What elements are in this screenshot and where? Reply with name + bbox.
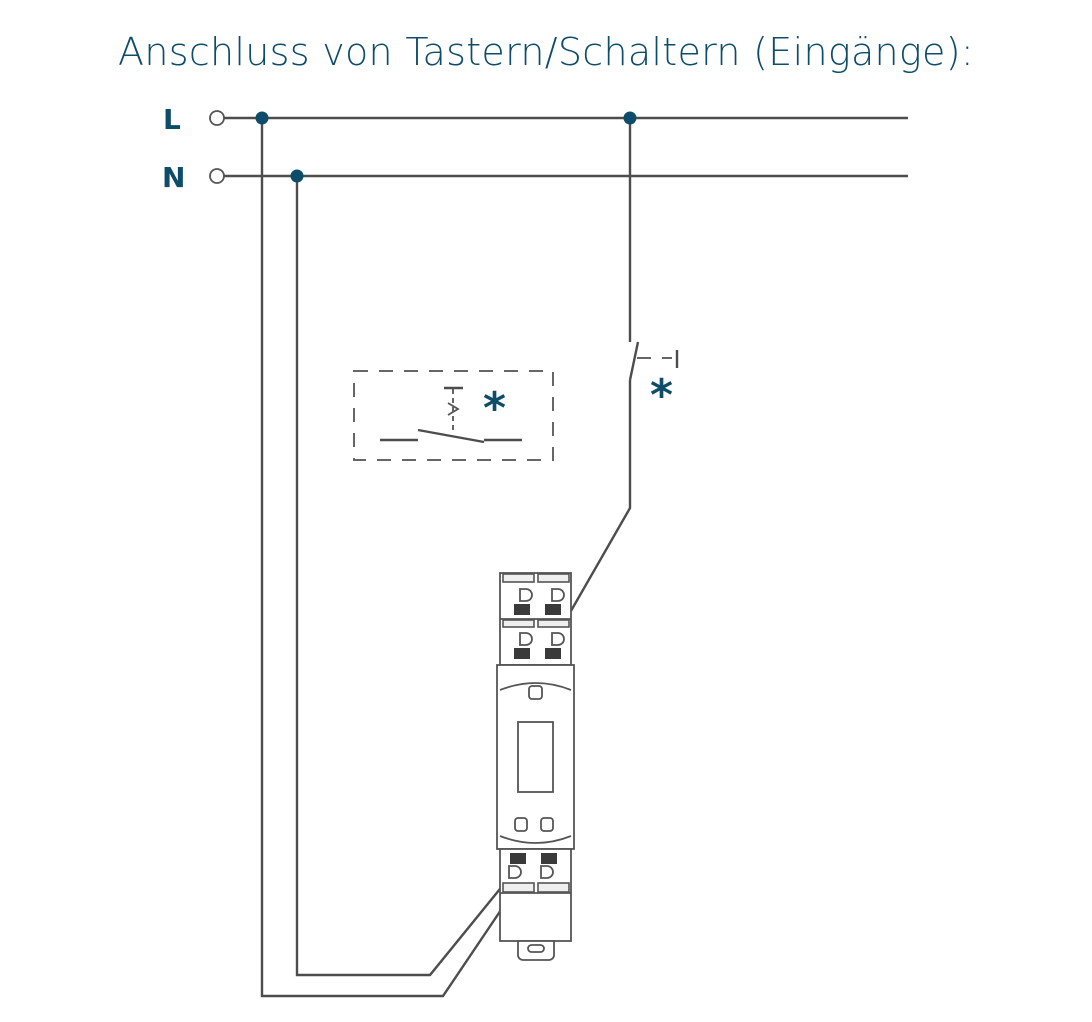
push-button-box <box>353 370 554 461</box>
button-note-asterisk: * <box>483 383 506 434</box>
line-label-l: L <box>163 103 181 136</box>
wire-switch-to-input <box>554 380 632 638</box>
terminal-l <box>209 110 225 126</box>
switch-note-asterisk: * <box>650 370 673 421</box>
wire-n-to-device <box>295 176 518 977</box>
switch-blade <box>628 341 640 381</box>
push-button-symbol <box>380 386 522 444</box>
diagram-title: Anschluss von Tastern/Schaltern (Eingäng… <box>118 30 974 74</box>
wire-l-to-device <box>260 118 504 998</box>
junction-n <box>290 169 304 183</box>
junction-l-right <box>623 111 637 125</box>
junction-l-left <box>255 111 269 125</box>
din-rail-device <box>496 572 575 961</box>
terminal-n <box>209 168 225 184</box>
line-label-n: N <box>162 161 185 194</box>
